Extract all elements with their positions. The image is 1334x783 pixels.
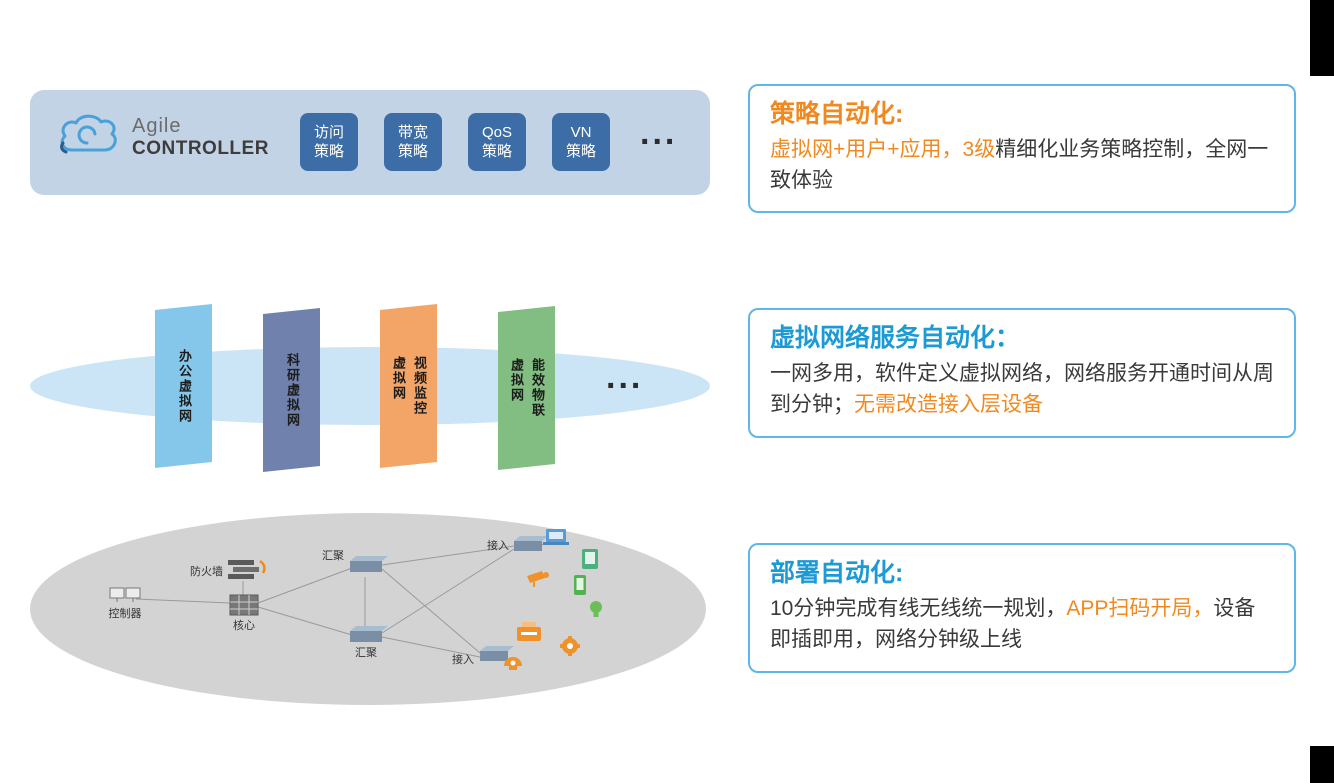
body-segment: 一网多用，软件定义虚拟网络，网络服务开通时间从周到分钟； (770, 361, 1274, 417)
callout-deployment-automation: 部署自动化: 10分钟完成有线无线统一规划，APP扫码开局，设备即插即用，网络分… (748, 543, 1296, 673)
body-segment: APP扫码开局， (1066, 596, 1214, 620)
access-node-bottom: 接入 (452, 646, 514, 666)
policy-tile-label: 策略 (565, 143, 596, 160)
virtual-network-plane-iot: 能效物联 虚拟网 (498, 306, 555, 470)
callout-virtual-network-automation: 虚拟网络服务自动化： 一网多用，软件定义虚拟网络，网络服务开通时间从周到分钟；无… (748, 308, 1296, 438)
callout-title: 虚拟网络服务自动化： (770, 324, 1021, 352)
controller-node: 控制器 (109, 587, 142, 620)
bulb-icon (590, 601, 602, 617)
body-segment: 设备即插即用，网络分钟级上线 (770, 596, 1256, 652)
core-label: 核心 (233, 618, 255, 632)
plane-label-column: 虚拟网 (390, 356, 406, 401)
plane-label: 视频监控 虚拟网 (389, 356, 429, 416)
callout-body: 一网多用，软件定义虚拟网络，网络服务开通时间从周到分钟；无需改造接入层设备 (770, 358, 1274, 421)
callout-policy-automation: 策略自动化: 虚拟网+用户+应用，3级精细化业务策略控制，全网一致体验 (748, 84, 1296, 213)
policy-tile-label: 策略 (481, 143, 512, 160)
dome-camera-icon (504, 657, 522, 670)
plane-label-column: 视频监控 (411, 356, 427, 416)
plane-label-column: 科研虚拟网 (285, 352, 300, 428)
more-policies-ellipsis: ... (640, 114, 678, 152)
controller-banner: Agile CONTROLLER 访问 策略 带宽 策略 QoS 策略 VN 策… (30, 90, 710, 195)
aggregation-node-top: 汇聚 (322, 549, 388, 572)
plane-label: 科研虚拟网 (281, 353, 302, 428)
letterbox-top-right (1310, 0, 1334, 76)
plane-label-column: 办公虚拟网 (177, 348, 192, 424)
virtual-network-plane-office: 办公虚拟网 (155, 304, 212, 468)
controller-label: 控制器 (109, 606, 142, 620)
cloud-logo-icon (56, 112, 120, 163)
phone-icon (574, 575, 586, 595)
aggregation-label: 汇聚 (355, 646, 377, 659)
policy-tile-label: 策略 (313, 143, 344, 160)
physical-network-topology: 控制器 防火墙 核心 汇聚 汇聚 (109, 529, 602, 670)
policy-tile-bandwidth: 带宽 策略 (384, 113, 442, 171)
letterbox-bottom-right (1310, 746, 1334, 783)
logo-product-name: CONTROLLER (132, 138, 269, 159)
core-node: 核心 (229, 594, 259, 632)
monitor-icon (582, 549, 598, 569)
plane-label-column: 虚拟网 (508, 358, 524, 403)
plane-label-column: 能效物联 (529, 358, 545, 418)
access-label: 接入 (452, 653, 474, 666)
access-label: 接入 (487, 539, 509, 552)
body-segment: 虚拟网+用户+应用，3级 (770, 137, 996, 161)
callout-body: 10分钟完成有线无线统一规划，APP扫码开局，设备即插即用，网络分钟级上线 (770, 593, 1274, 656)
body-segment: 精细化业务策略控制，全网一致体验 (770, 137, 1269, 193)
laptop-icon (543, 529, 569, 545)
policy-tile-label: 带宽 (397, 123, 428, 141)
agile-controller-logo: Agile CONTROLLER (56, 112, 269, 163)
callout-title: 部署自动化: (770, 559, 904, 587)
callout-body: 虚拟网+用户+应用，3级精细化业务策略控制，全网一致体验 (770, 134, 1274, 197)
printer-icon (517, 622, 541, 641)
policy-tile-label: VN (570, 123, 592, 141)
more-networks-ellipsis: ... (606, 358, 644, 396)
virtual-network-ellipse (30, 347, 710, 425)
callout-title: 策略自动化: (770, 100, 904, 128)
logo-brand-name: Agile (132, 115, 182, 137)
plane-label: 能效物联 虚拟网 (507, 358, 547, 418)
firewall-label: 防火墙 (190, 564, 223, 578)
policy-tile-qos: QoS 策略 (468, 113, 526, 171)
virtual-network-plane-research: 科研虚拟网 (263, 308, 320, 472)
firewall-node: 防火墙 (190, 559, 266, 579)
body-segment: 无需改造接入层设备 (854, 393, 1043, 416)
access-node-top: 接入 (487, 536, 548, 552)
policy-tile-label: 访问 (313, 123, 344, 141)
policy-tile-label: 策略 (397, 143, 428, 160)
aggregation-node-bottom: 汇聚 (350, 626, 388, 659)
plane-label: 办公虚拟网 (173, 349, 194, 424)
topology-links (135, 537, 554, 658)
flame-icon (259, 559, 266, 574)
gear-icon (560, 636, 580, 656)
virtual-network-plane-video: 视频监控 虚拟网 (380, 304, 437, 468)
camera-icon (527, 571, 549, 587)
policy-tile-access: 访问 策略 (300, 113, 358, 171)
logo-text: Agile CONTROLLER (132, 115, 269, 160)
body-segment: 10分钟完成有线无线统一规划， (770, 596, 1067, 620)
policy-tile-vn: VN 策略 (552, 113, 610, 171)
physical-network-ellipse: 控制器 防火墙 核心 汇聚 汇聚 (30, 513, 706, 705)
aggregation-label: 汇聚 (322, 549, 344, 562)
policy-tile-label: QoS (481, 123, 512, 141)
